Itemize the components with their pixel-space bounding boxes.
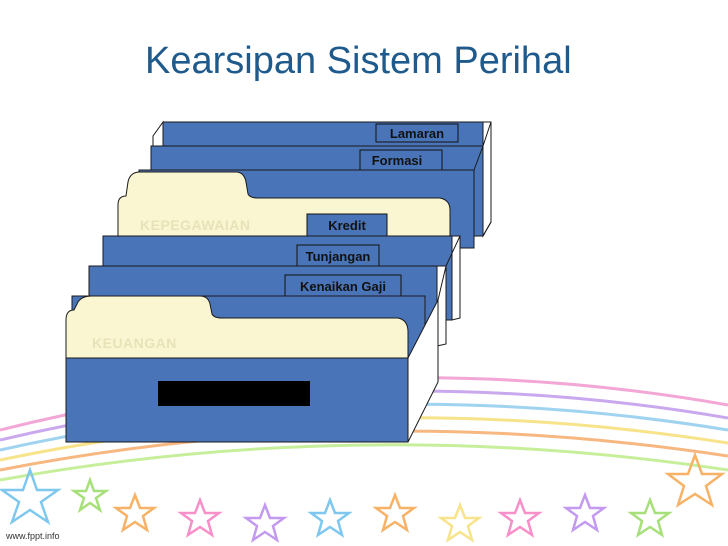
- tab-lamaran-label: Lamaran: [390, 126, 444, 141]
- folder-kepegawaian-label: KEPEGAWAIAN: [140, 217, 251, 233]
- tab-tunjangan-label: Tunjangan: [306, 249, 371, 264]
- tab-formasi-label: Formasi: [372, 153, 423, 168]
- slide-title: Kearsipan Sistem Perihal: [145, 40, 572, 82]
- folder-keuangan[interactable]: KEUANGAN: [65, 295, 439, 443]
- black-label-plate: [158, 381, 310, 406]
- tab-tunjangan[interactable]: Tunjangan: [296, 244, 380, 268]
- tab-kenaikan-gaji[interactable]: Kenaikan Gaji: [284, 274, 402, 298]
- tab-kredit-label: Kredit: [328, 218, 366, 233]
- tab-formasi[interactable]: Formasi: [359, 149, 443, 171]
- tab-kenaikan-gaji-label: Kenaikan Gaji: [300, 279, 386, 294]
- folder-keuangan-label: KEUANGAN: [92, 335, 177, 351]
- tab-lamaran[interactable]: Lamaran: [375, 123, 459, 143]
- footer-url[interactable]: www.fppt.info: [6, 531, 60, 541]
- tab-kredit[interactable]: Kredit: [306, 213, 388, 237]
- decorative-stars: [0, 451, 726, 543]
- card-side-edges: [437, 121, 492, 301]
